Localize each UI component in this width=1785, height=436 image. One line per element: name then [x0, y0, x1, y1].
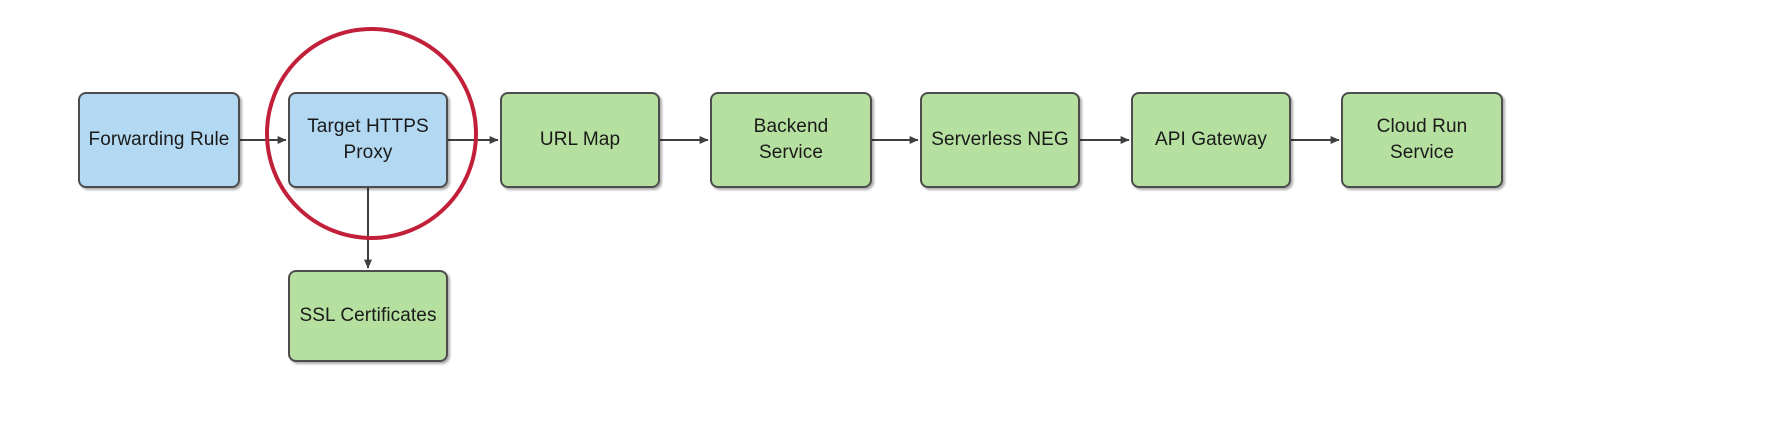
node-label-forwarding-rule: Forwarding Rule: [88, 129, 230, 151]
node-label-serverless-neg: Serverless NEG: [931, 129, 1069, 151]
node-ssl-certificates[interactable]: SSL Certificates: [288, 270, 448, 362]
node-api-gateway[interactable]: API Gateway: [1131, 92, 1291, 188]
node-url-map[interactable]: URL Map: [500, 92, 660, 188]
node-label-cloud-run-service: Cloud Run Service: [1376, 116, 1468, 163]
node-label-backend-service: Backend Service: [753, 116, 829, 163]
node-label-ssl-certificates: SSL Certificates: [299, 305, 437, 327]
node-target-https-proxy[interactable]: Target HTTPS Proxy: [288, 92, 448, 188]
node-label-target-https-proxy: Target HTTPS Proxy: [307, 116, 429, 163]
node-label-url-map: URL Map: [539, 129, 621, 151]
node-forwarding-rule[interactable]: Forwarding Rule: [78, 92, 240, 188]
node-cloud-run-service[interactable]: Cloud Run Service: [1341, 92, 1503, 188]
node-label-api-gateway: API Gateway: [1155, 129, 1267, 151]
highlight-circle-target-https-proxy: [265, 27, 478, 240]
node-serverless-neg[interactable]: Serverless NEG: [920, 92, 1080, 188]
node-backend-service[interactable]: Backend Service: [710, 92, 872, 188]
